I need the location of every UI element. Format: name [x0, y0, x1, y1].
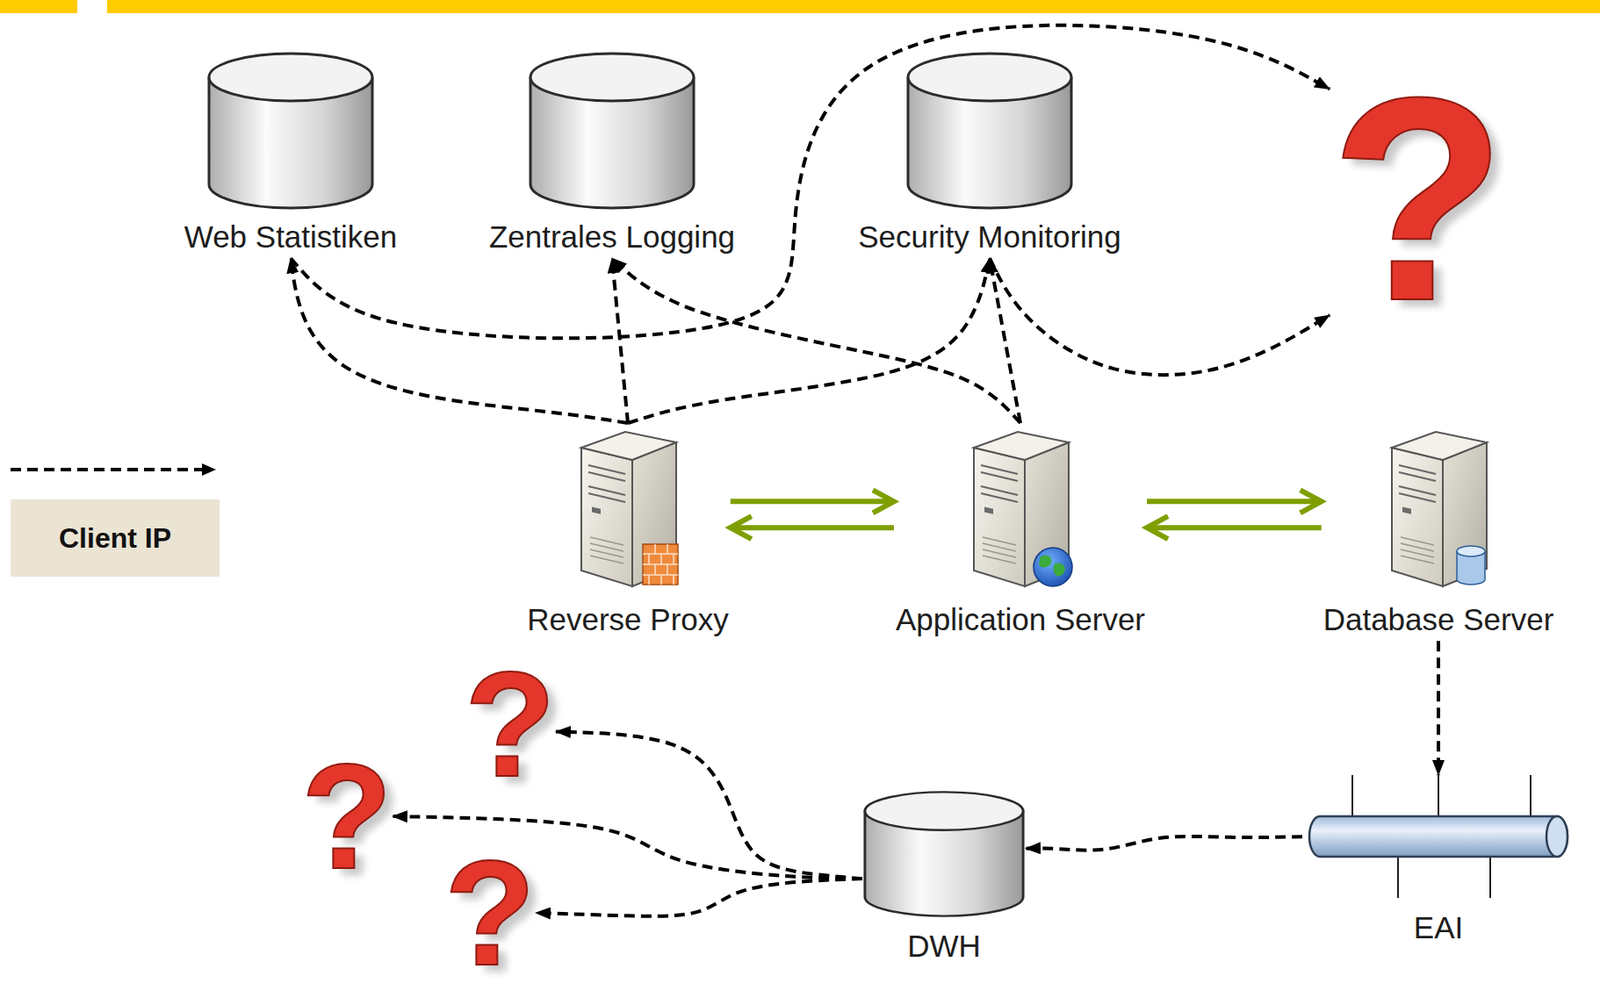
client-ip-flow [290, 25, 1330, 339]
question-mark: ? [301, 742, 393, 892]
client-ip-flow [535, 879, 863, 917]
client-ip-flow [612, 258, 1021, 424]
node-icon [862, 790, 1026, 919]
node-icon [963, 423, 1078, 591]
node-label: EAI [1412, 910, 1465, 950]
client-ip-flow [555, 732, 863, 880]
node-icon [1381, 423, 1496, 591]
client-ip-flow [1025, 836, 1303, 851]
node-label: Web Statistiken [182, 219, 400, 259]
legend-arrowhead [201, 463, 217, 476]
request-arrow [1146, 498, 1322, 505]
client-ip-flow [612, 258, 628, 424]
node-label: Security Monitoring [856, 219, 1124, 259]
node-label: Reverse Proxy [525, 602, 731, 642]
header-bar [0, 0, 78, 14]
legend-line-sample [10, 468, 204, 472]
node-icon [1302, 775, 1575, 899]
node-label: Zentrales Logging [487, 219, 737, 259]
node-label: Database Server [1321, 602, 1557, 642]
node-label: Application Server [893, 602, 1147, 642]
node-icon [206, 50, 375, 211]
server-node: Database Server [1321, 423, 1557, 642]
legend-label: Client IP [58, 522, 172, 555]
client-ip-flow [989, 258, 1021, 424]
server-node: Reverse Proxy [525, 423, 731, 642]
node-icon [527, 50, 697, 211]
question-mark: ? [464, 649, 556, 800]
request-arrow [730, 525, 894, 531]
question-mark-node: ? [301, 742, 393, 892]
header-bar [107, 0, 1600, 14]
question-mark-node: ? [1329, 54, 1507, 345]
client-ip-flow [627, 258, 990, 424]
node-label: DWH [905, 929, 983, 968]
client-ip-flow [290, 258, 628, 424]
question-mark-node: ? [444, 838, 536, 988]
server-node: Application Server [893, 423, 1147, 642]
database-cylinder: Security Monitoring [856, 50, 1124, 259]
database-cylinder: Zentrales Logging [487, 50, 737, 259]
database-cylinder: Web Statistiken [182, 50, 400, 259]
legend-box: Client IP [10, 499, 220, 577]
question-mark: ? [1329, 54, 1507, 345]
request-arrow [730, 498, 894, 505]
request-arrow [1146, 525, 1322, 531]
message-bus: EAI [1302, 775, 1575, 950]
node-icon [905, 50, 1074, 211]
database-cylinder: DWH [862, 790, 1026, 968]
question-mark: ? [444, 838, 536, 988]
node-icon [570, 423, 685, 591]
question-mark-node: ? [464, 649, 556, 800]
client-ip-flow [1436, 641, 1441, 776]
client-ip-flow [989, 258, 1330, 375]
